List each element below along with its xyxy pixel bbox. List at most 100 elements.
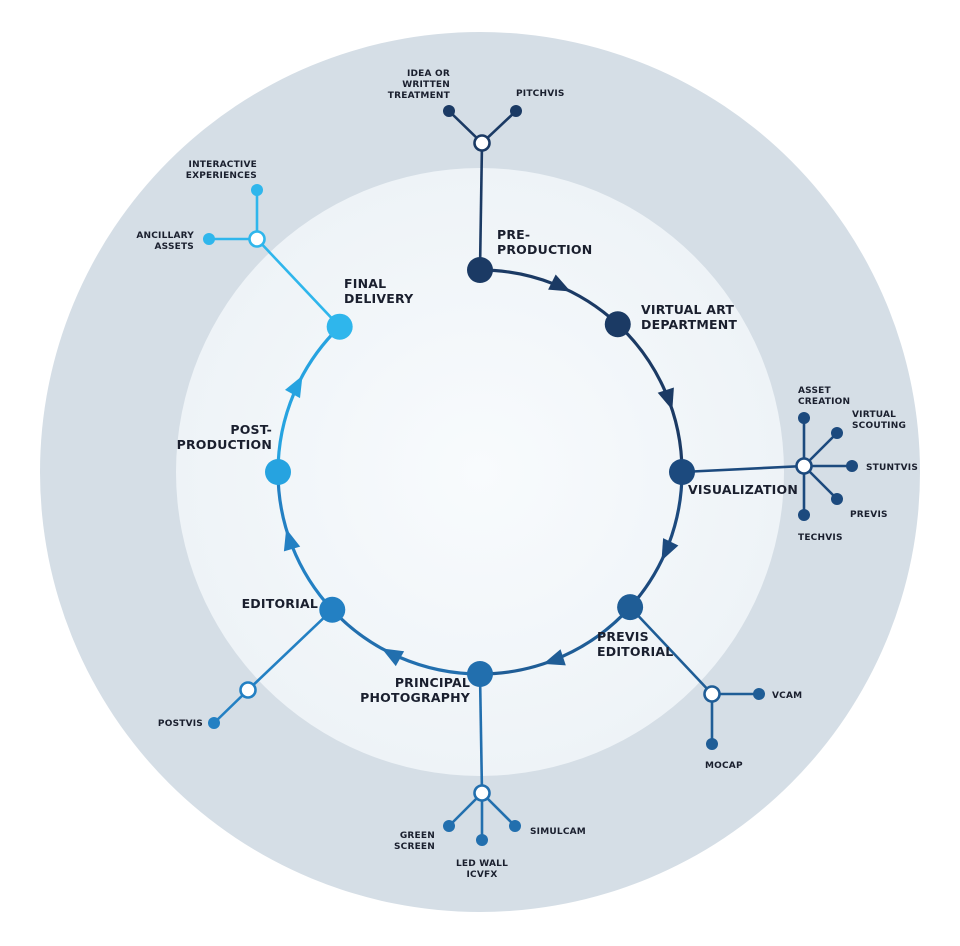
- leaf-label-ancillary-assets-line: ANCILLARY: [136, 231, 194, 241]
- leaf-label-pitchvis-line: PITCHVIS: [516, 89, 565, 99]
- leaf-label-green-screen-line: GREEN: [400, 831, 435, 841]
- stage-label-final-delivery-line: DELIVERY: [344, 291, 414, 306]
- leaf-label-previs: PREVIS: [850, 510, 888, 520]
- leaf-label-idea-or-written-treatment-line: TREATMENT: [388, 91, 451, 101]
- stage-nodes: [203, 105, 858, 846]
- stage-label-visualization-line: VISUALIZATION: [688, 482, 798, 497]
- leaf-label-pitchvis: PITCHVIS: [516, 89, 565, 99]
- branch-stem-final-delivery: [256, 238, 341, 328]
- leaf-label-led-wall-icvfx-line: LED WALL: [456, 859, 508, 869]
- leaf-label-green-screen-line: SCREEN: [394, 842, 435, 852]
- leaf-node-interactive-experiences: [251, 184, 263, 196]
- leaf-label-vcam: VCAM: [772, 691, 802, 701]
- leaf-node-techvis: [798, 509, 810, 521]
- stage-label-previs-editorial-line: PREVIS: [597, 629, 649, 644]
- leaf-node-previs: [831, 493, 843, 505]
- leaf-label-led-wall-icvfx-line: ICVFX: [466, 870, 497, 880]
- stage-label-post-production: POST-PRODUCTION: [177, 422, 272, 452]
- leaf-node-led-wall-icvfx: [476, 834, 488, 846]
- arc-arrowhead-previs-editorial: [543, 649, 566, 666]
- leaf-node-virtual-scouting: [831, 427, 843, 439]
- arc-arrowhead-post-production: [285, 375, 303, 399]
- leaf-label-interactive-experiences-line: EXPERIENCES: [186, 171, 257, 181]
- branch-stem-previs-editorial: [629, 606, 713, 695]
- stage-label-post-production-line: PRODUCTION: [177, 437, 272, 452]
- branch-hub-principal-photography: [473, 784, 491, 802]
- leaf-label-stuntvis-line: STUNTVIS: [866, 463, 918, 473]
- branch-hub-visualization: [795, 457, 813, 475]
- leaf-label-asset-creation-line: CREATION: [798, 397, 850, 407]
- stage-label-editorial-line: EDITORIAL: [242, 596, 318, 611]
- leaf-label-idea-or-written-treatment-line: WRITTEN: [402, 80, 450, 90]
- stage-label-principal-photography-line: PRINCIPAL: [395, 675, 470, 690]
- stage-label-pre-production-line: PRODUCTION: [497, 242, 592, 257]
- arc-arrowhead-pre-production: [548, 274, 571, 292]
- stage-node-editorial: [319, 596, 346, 623]
- stage-node-principal-photography: [467, 661, 493, 687]
- stage-node-previs-editorial: [617, 594, 644, 621]
- leaf-node-postvis: [208, 717, 220, 729]
- leaf-label-virtual-scouting-line: VIRTUAL: [852, 410, 896, 420]
- branch-hub-final-delivery: [248, 230, 266, 248]
- stage-label-previs-editorial-line: EDITORIAL: [597, 644, 673, 659]
- stage-node-pre-production: [467, 257, 493, 283]
- leaf-node-stuntvis: [846, 460, 858, 472]
- leaf-node-ancillary-assets: [203, 233, 215, 245]
- leaf-node-pitchvis: [510, 105, 522, 117]
- leaf-node-vcam: [753, 688, 765, 700]
- leaf-label-stuntvis: STUNTVIS: [866, 463, 918, 473]
- leaf-label-techvis-line: TECHVIS: [798, 533, 843, 543]
- leaf-node-idea-or-written-treatment: [443, 105, 455, 117]
- stage-node-post-production: [265, 459, 291, 485]
- stage-label-pre-production: PRE-PRODUCTION: [497, 227, 592, 257]
- leaf-label-previs-line: PREVIS: [850, 510, 888, 520]
- arc-arrowhead-visualization: [661, 538, 679, 561]
- leaf-node-simulcam: [509, 820, 521, 832]
- stage-label-editorial: EDITORIAL: [242, 596, 318, 611]
- stage-label-post-production-line: POST-: [230, 422, 272, 437]
- stage-label-visualization: VISUALIZATION: [688, 482, 798, 497]
- stage-node-virtual-art-department: [604, 311, 631, 338]
- inner-disc: [176, 168, 784, 776]
- cycle-arcs: [276, 268, 684, 676]
- leaf-label-asset-creation-line: ASSET: [798, 386, 831, 396]
- leaf-node-green-screen: [443, 820, 455, 832]
- stage-node-visualization: [669, 459, 695, 485]
- leaf-label-mocap: MOCAP: [705, 761, 743, 771]
- branch-stem-editorial: [247, 608, 334, 691]
- leaf-label-simulcam-line: SIMULCAM: [530, 827, 586, 837]
- arc-arrowhead-editorial: [283, 528, 301, 552]
- stage-label-virtual-art-department-line: DEPARTMENT: [641, 317, 737, 332]
- stage-label-virtual-art-department-line: VIRTUAL ART: [641, 302, 734, 317]
- leaf-label-virtual-scouting-line: SCOUTING: [852, 421, 906, 431]
- leaf-label-ancillary-assets-line: ASSETS: [155, 242, 195, 252]
- leaf-label-postvis-line: POSTVIS: [158, 719, 203, 729]
- branch-hub-pre-production: [473, 134, 491, 152]
- leaf-label-idea-or-written-treatment-line: IDEA OR: [407, 69, 450, 79]
- stage-label-final-delivery-line: FINAL: [344, 276, 386, 291]
- stage-node-final-delivery: [326, 313, 353, 340]
- leaf-label-interactive-experiences-line: INTERACTIVE: [189, 160, 257, 170]
- stage-label-principal-photography-line: PHOTOGRAPHY: [360, 690, 471, 705]
- branch-stem-pre-production: [478, 142, 484, 271]
- leaf-label-mocap-line: MOCAP: [705, 761, 743, 771]
- leaf-label-postvis: POSTVIS: [158, 719, 203, 729]
- leaf-label-techvis: TECHVIS: [798, 533, 843, 543]
- branch-hub-editorial: [239, 681, 257, 699]
- branch-hub-previs-editorial: [703, 685, 721, 703]
- stage-label-pre-production-line: PRE-: [497, 227, 530, 242]
- arc-arrowhead-principal-photography: [381, 648, 405, 667]
- branch-stem-principal-photography: [478, 673, 484, 794]
- leaf-label-vcam-line: VCAM: [772, 691, 802, 701]
